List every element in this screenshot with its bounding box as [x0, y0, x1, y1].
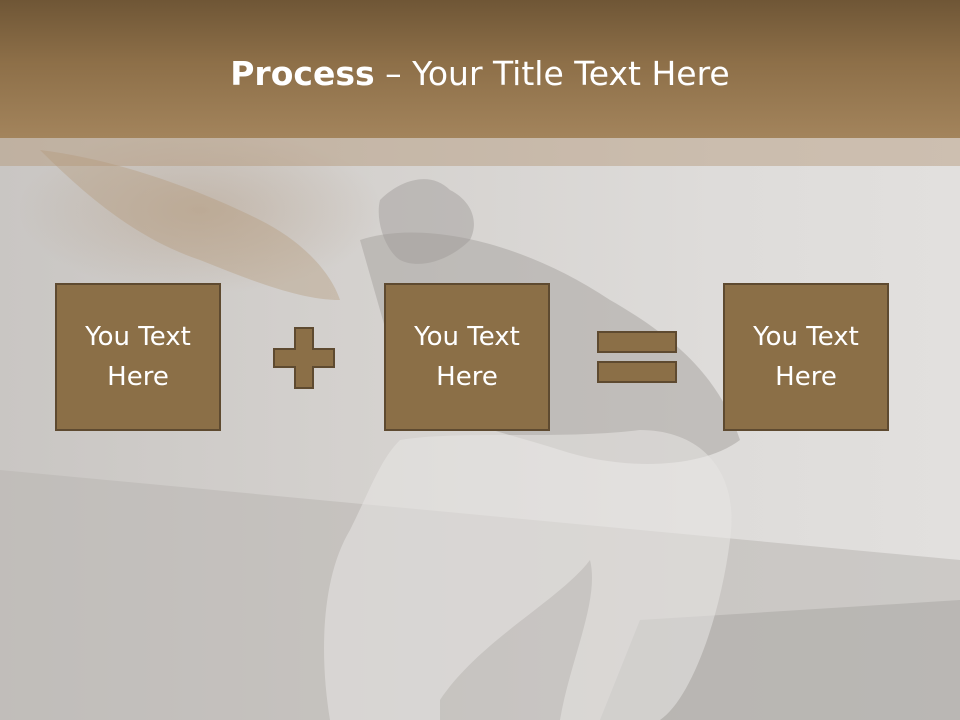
equals-icon [597, 331, 677, 383]
plus-icon [273, 327, 335, 389]
process-box-1-label: You Text Here [85, 322, 191, 392]
title-bar [0, 0, 960, 138]
slide-title[interactable]: Process – Your Title Text Here [0, 52, 960, 96]
process-box-3[interactable]: You Text Here [723, 283, 889, 431]
title-bar-accent-strip [0, 138, 960, 166]
process-box-2[interactable]: You Text Here [384, 283, 550, 431]
slide-title-bold: Process [230, 54, 375, 93]
process-box-3-label: You Text Here [753, 322, 859, 392]
slide-title-text: – Your Title Text Here [374, 54, 730, 93]
process-box-1[interactable]: You Text Here [55, 283, 221, 431]
process-box-2-label: You Text Here [414, 322, 520, 392]
